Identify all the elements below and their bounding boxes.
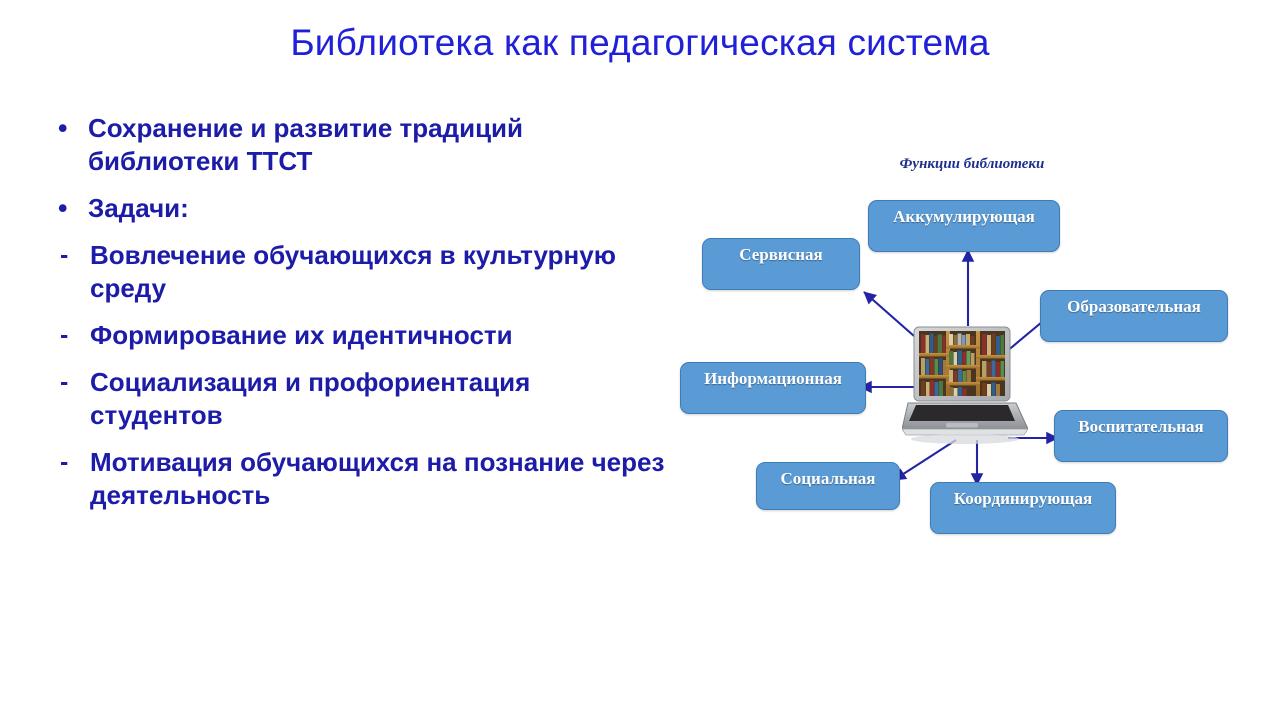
bullet-text: Социализация и профориентация студентов [90,367,531,430]
list-item: • Сохранение и развитие традиций библиот… [58,112,668,178]
arrow-to-service [863,291,915,337]
bullet-marker-dash: - [60,448,69,476]
function-box-informational[interactable]: Информационная [680,362,866,414]
list-item: - Формирование их идентичности [58,319,668,352]
arrow-to-social [893,439,957,481]
bullet-marker-dot: • [58,193,68,223]
function-box-educational[interactable]: Образовательная [1040,290,1228,342]
function-box-upbringing[interactable]: Воспитательная [1054,410,1228,462]
library-functions-diagram: Функции библиотеки [672,140,1272,560]
bullet-text: Формирование их идентичности [90,320,513,350]
bullet-marker-dash: - [60,241,69,269]
bullet-marker-dash: - [60,368,69,396]
bullet-list: • Сохранение и развитие традиций библиот… [58,112,668,526]
laptop-bookshelf-icon [902,326,1028,444]
bullet-text: Сохранение и развитие традиций библиотек… [88,113,524,176]
bullet-text: Вовлечение обучающихся в культурную сред… [90,240,616,303]
bullet-marker-dash: - [60,321,69,349]
bullet-text: Задачи: [88,193,189,223]
function-box-social[interactable]: Социальная [756,462,900,510]
page-title: Библиотека как педагогическая система [290,22,990,63]
list-item: • Задачи: [58,192,668,225]
list-item: - Социализация и профориентация студенто… [58,366,668,432]
diagram-title: Функции библиотеки [899,156,1045,172]
bullet-marker-dot: • [58,113,68,143]
function-box-coordinating[interactable]: Координирующая [930,482,1116,534]
function-box-service[interactable]: Сервисная [702,238,860,290]
list-item: - Мотивация обучающихся на познание чере… [58,446,668,512]
list-item: - Вовлечение обучающихся в культурную ср… [58,239,668,305]
bullet-text: Мотивация обучающихся на познание через … [90,447,665,510]
function-box-accumulating[interactable]: Аккумулирующая [868,200,1060,252]
